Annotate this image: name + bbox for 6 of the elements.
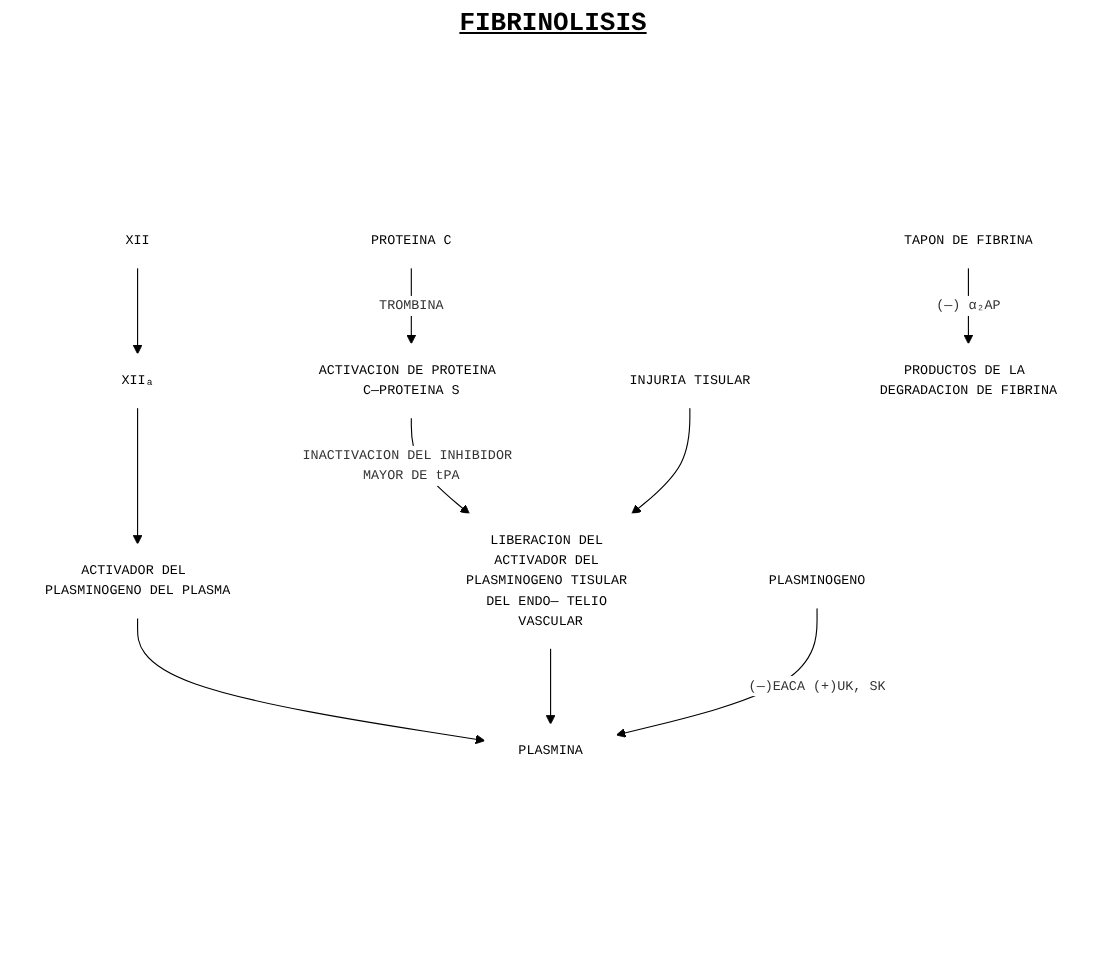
diagram-title: FIBRINOLISIS <box>457 8 649 38</box>
arrow <box>545 647 556 725</box>
arrow <box>132 407 143 545</box>
arrow <box>631 407 691 515</box>
arrow <box>132 267 143 355</box>
arrow <box>137 617 486 745</box>
